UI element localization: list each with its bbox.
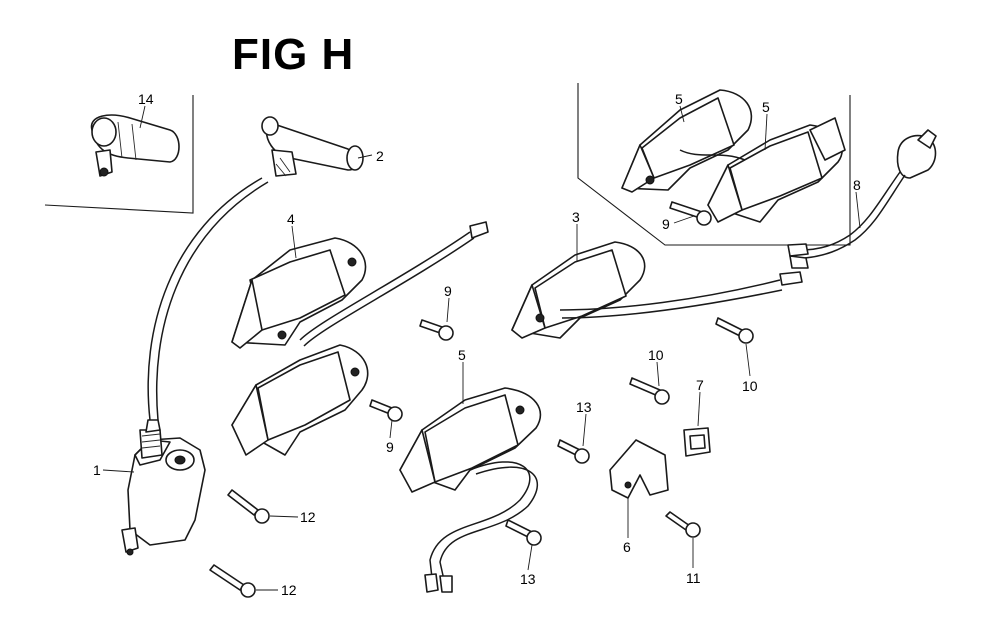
- generating-coil-part-5-center: [399, 387, 542, 493]
- bracket-part-6: [609, 439, 669, 499]
- callout-3: 3: [572, 209, 580, 225]
- bolt-part-9-inset: [669, 201, 712, 226]
- bolt-part-13-a: [557, 439, 590, 464]
- generating-coil-part-3: [511, 241, 646, 339]
- bolt-part-10-a: [629, 377, 670, 405]
- callout-5: 5: [458, 347, 466, 363]
- callout-9: 9: [386, 439, 394, 455]
- bolt-part-12-b: [209, 564, 256, 598]
- callout-5: 5: [675, 91, 683, 107]
- spark-plug-cap-part-14: [90, 114, 180, 177]
- callout-14: 14: [138, 91, 154, 107]
- generating-coil-part-5-left: [231, 344, 369, 456]
- callout-2: 2: [376, 148, 384, 164]
- bolt-part-11: [665, 511, 701, 538]
- callout-13: 13: [576, 399, 592, 415]
- callout-9: 9: [444, 283, 452, 299]
- bolt-part-9-b: [369, 399, 403, 422]
- bolt-part-9-a: [419, 319, 454, 341]
- callout-8: 8: [853, 177, 861, 193]
- bolt-part-12-a: [227, 489, 270, 524]
- callout-12: 12: [281, 582, 297, 598]
- ignition-coil-part-1: [121, 419, 206, 556]
- callout-12: 12: [300, 509, 316, 525]
- wire-clip-part-7: [683, 427, 711, 457]
- leader-lines: [102, 105, 861, 591]
- figure-title: FIG H: [232, 30, 355, 79]
- inset-frame-left: [44, 95, 194, 214]
- bolt-part-10-b: [715, 317, 754, 344]
- callout-9: 9: [662, 216, 670, 232]
- generating-coil-part-5-inset-b: [707, 117, 846, 223]
- callout-11: 11: [686, 570, 701, 586]
- callout-10: 10: [648, 347, 664, 363]
- callout-4: 4: [287, 211, 295, 227]
- callout-6: 6: [623, 539, 631, 555]
- generating-coil-part-4: [231, 237, 367, 349]
- callout-5: 5: [762, 99, 770, 115]
- coil-wires: [299, 149, 803, 593]
- wire-harness-part-8: [787, 129, 937, 269]
- bolt-part-13-b: [505, 519, 542, 546]
- callout-7: 7: [696, 377, 704, 393]
- generating-coil-part-5-inset-a: [621, 89, 753, 193]
- spark-plug-cap-part-2: [261, 116, 364, 177]
- callout-1: 1: [93, 462, 101, 478]
- callout-13: 13: [520, 571, 536, 587]
- inset-frame-right: [577, 83, 851, 246]
- callout-10: 10: [742, 378, 758, 394]
- high-tension-lead: [147, 177, 269, 421]
